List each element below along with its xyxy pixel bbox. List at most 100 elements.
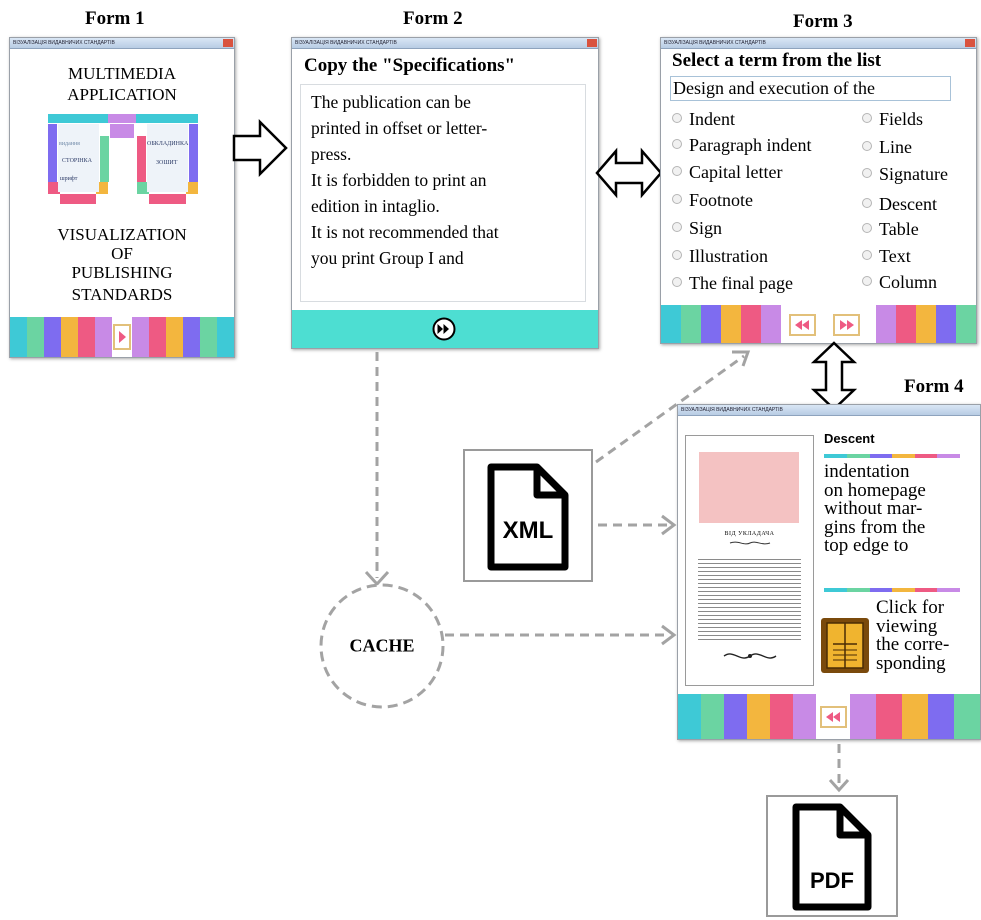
radio-icon[interactable] [672,113,682,123]
spec-line-6: It is not recommended that [311,222,499,242]
form3-color-bar [661,305,976,343]
xml-label: XML [502,517,554,544]
radio-icon[interactable] [672,250,682,260]
fast-forward-icon [840,320,854,330]
cache-label: CACHE [349,635,415,656]
fast-forward-icon[interactable] [431,316,457,342]
app-title-line-1: MULTIMEDIA [68,64,176,83]
view-link-text[interactable]: Click for viewing the corre- sponding [876,597,950,674]
form2-heading: Copy the "Specifications" [304,55,516,76]
radio-icon[interactable] [862,250,872,260]
back-button[interactable] [820,706,847,728]
form3-title-text: ВІЗУАЛІЗАЦІЯ ВИДАВНИЧИХ СТАНДАРТІВ [664,40,766,46]
cache-circle [319,583,445,709]
form4-titlebar: ВІЗУАЛІЗАЦІЯ ВИДАВНИЧИХ СТАНДАРТІВ [678,405,980,416]
app-title-line-2: APPLICATION [67,85,177,104]
close-icon[interactable] [223,39,233,47]
divider [824,588,960,592]
app-subtitle-line-4: STANDARDS [71,285,173,304]
form4-title-text: ВІЗУАЛІЗАЦІЯ ВИДАВНИЧИХ СТАНДАРТІВ [681,407,783,413]
play-icon [119,331,126,343]
radio-icon[interactable] [862,198,872,208]
term-option[interactable]: Signature [862,164,948,185]
term-option[interactable]: Fields [862,109,923,130]
spec-line-1: The publication can be [311,92,471,112]
xml-node: XML [463,449,593,582]
logo-word-1: видання [59,141,80,147]
form1-window: ВІЗУАЛІЗАЦІЯ ВИДАВНИЧИХ СТАНДАРТІВ MULTI… [9,37,235,358]
form3-heading: Select a term from the list [672,50,882,71]
specifications-textbox[interactable]: The publication can be printed in offset… [300,84,586,302]
ornament-icon [729,541,771,545]
form2-title-text: ВІЗУАЛІЗАЦІЯ ВИДАВНИЧИХ СТАНДАРТІВ [295,40,397,46]
radio-icon[interactable] [672,277,682,287]
app-subtitle-line-3: PUBLISHING [71,263,173,282]
radio-icon[interactable] [862,141,872,151]
term-option[interactable]: Footnote [672,190,753,211]
next-button[interactable] [113,324,131,350]
rewind-icon [826,712,840,722]
radio-icon[interactable] [862,168,872,178]
page-caption: ВІД УКЛАДАЧА [724,531,775,537]
app-subtitle-line-1: VISUALIZATION [57,225,187,244]
radio-icon[interactable] [862,276,872,286]
logo-word-2: СТОРІНКА [62,158,92,164]
app-subtitle-line-2: OF [111,244,133,263]
term-option[interactable]: Capital letter [672,162,782,183]
form1-label: Form 1 [85,8,145,29]
xml-file-icon [487,463,569,571]
pdf-node: PDF [766,795,898,917]
radio-icon[interactable] [862,113,872,123]
arrowhead [828,778,850,793]
pdf-file-icon [792,803,872,911]
form3-label: Form 3 [793,11,853,32]
form1-color-bar [10,317,234,357]
rewind-icon [795,320,809,330]
term-option[interactable]: Indent [672,109,735,130]
right-arrow-icon [232,118,288,178]
form4-window: ВІЗУАЛІЗАЦІЯ ВИДАВНИЧИХ СТАНДАРТІВ ВІД У… [677,404,981,740]
radio-icon[interactable] [862,223,872,233]
form2-label: Form 2 [403,8,463,29]
spec-line-5: edition in intaglio. [311,196,440,216]
close-icon[interactable] [965,39,975,47]
form2-window: ВІЗУАЛІЗАЦІЯ ВИДАВНИЧИХ СТАНДАРТІВ Copy … [291,37,599,349]
arrowhead [661,514,677,536]
term-option[interactable]: Paragraph indent [672,135,811,156]
forward-button[interactable] [833,314,860,336]
radio-icon[interactable] [672,222,682,232]
term-option[interactable]: Text [862,246,911,267]
term-option[interactable]: The final page [672,273,793,294]
page-preview: ВІД УКЛАДАЧА [685,435,814,686]
spec-line-7: you print Group I and [311,248,464,268]
app-logo: видання СТОРІНКА шрифт ОБКЛАДИНКА ЗОШИТ [46,114,200,208]
radio-icon[interactable] [672,166,682,176]
term-option[interactable]: Table [862,219,919,240]
form4-label: Form 4 [904,376,964,397]
term-option[interactable]: Descent [862,194,937,215]
book-icon[interactable] [819,616,871,675]
back-button[interactable] [789,314,816,336]
logo-word-3: шрифт [60,176,78,182]
spec-line-2: printed in offset or letter- [311,118,488,138]
close-icon[interactable] [587,39,597,47]
page-body-text [698,557,801,641]
term-option[interactable]: Sign [672,218,722,239]
arrowhead [661,624,677,646]
term-option[interactable]: Line [862,137,912,158]
dashed-arrow-xml-to-form3 [595,354,745,464]
radio-icon[interactable] [672,139,682,149]
spec-line-3: press. [311,144,352,164]
divider [824,454,960,458]
form2-footer [292,310,598,348]
radio-icon[interactable] [672,194,682,204]
form1-title-text: ВІЗУАЛІЗАЦІЯ ВИДАВНИЧИХ СТАНДАРТІВ [13,40,115,46]
ornament-icon [723,653,777,659]
term-option[interactable]: Column [862,272,937,293]
arrowhead [732,350,751,367]
term-search-input[interactable]: Design and execution of the [670,76,951,101]
spec-line-4: It is forbidden to print an [311,170,487,190]
form4-color-bar [678,694,980,739]
term-option[interactable]: Illustration [672,246,768,267]
